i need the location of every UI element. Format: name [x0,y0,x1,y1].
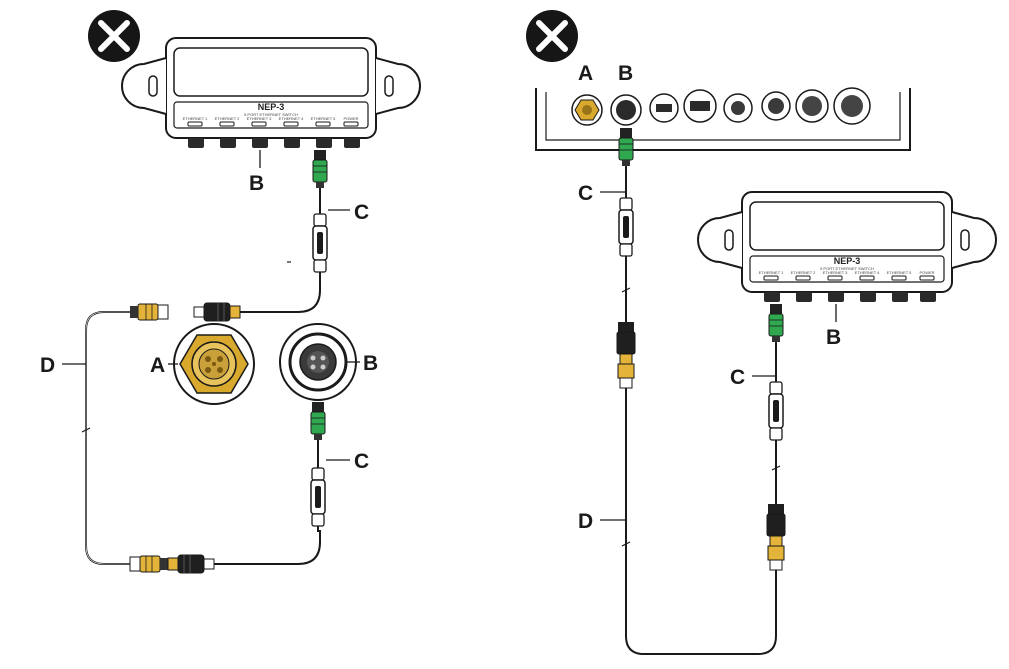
left-callout-b-top: B [249,172,264,195]
right-callout-b: B [826,326,841,349]
left-top-black-plug [193,302,241,322]
right-switch-title: NEP-3 [834,256,861,266]
left-callout-a: A [150,354,165,377]
right-nep3-switch: NEP-3 5 PORT ETHERNET SWITCH ETHERNET 1 … [697,191,997,303]
left-port-label-2: ETHERNET 2 [215,116,241,121]
left-switch-title: NEP-3 [258,102,285,112]
left-bottom-black-plug [167,554,215,574]
left-port-label-1: ETHERNET 1 [183,116,209,121]
right-callout-c-top: C [578,182,593,205]
left-port-a-brass [173,323,255,405]
right-callout-c-right: C [730,366,745,389]
right-switch-subtitle: 5 PORT ETHERNET SWITCH [820,266,874,271]
left-top-yellow-connector [129,303,169,321]
right-port-label-power: POWER [919,270,934,275]
right-panel-callout-a: A [578,62,593,85]
left-switch-subtitle: 5 PORT ETHERNET SWITCH [244,112,298,117]
left-diagram: NEP-3 5 PORT ETHERNET SWITCH ETHERNET 1 … [40,10,421,574]
panel-port-b [610,94,642,126]
panel-port-8 [833,87,871,125]
panel-port-5 [723,93,753,123]
left-close-badge [88,10,140,62]
left-top-inline-coupler [312,213,328,273]
right-port-label-3: ETHERNET 3 [823,270,849,275]
left-port-label-5: ETHERNET 5 [311,116,337,121]
right-panel-callout-b: B [618,62,633,85]
left-callout-c-top: C [354,201,369,224]
panel-port-4 [683,89,717,123]
left-bottom-inline-coupler [310,467,326,527]
right-port-label-4: ETHERNET 4 [855,270,881,275]
right-right-yellow-connector [766,503,786,571]
panel-port-3 [649,93,679,123]
right-close-badge [526,10,578,62]
right-callout-d: D [578,510,593,533]
right-port-label-2: ETHERNET 2 [791,270,817,275]
panel-port-7 [795,89,829,123]
right-top-inline-coupler [618,197,634,257]
right-diagram: A B C D NEP-3 5 PORT ETHERNET SWITCH ETH… [526,10,997,655]
right-switch-green-connector [768,303,784,343]
right-port-label-5: ETHERNET 5 [887,270,913,275]
left-port-label-4: ETHERNET 4 [279,116,305,121]
left-bottom-green-connector [310,401,326,441]
left-port-b-round [279,323,357,401]
left-bottom-yellow-connector [129,555,169,573]
left-port-label-power: POWER [343,116,358,121]
left-callout-d: D [40,354,55,377]
left-callout-c-bottom: C [354,450,369,473]
panel-port-a [571,94,603,126]
right-left-yellow-connector [616,321,636,389]
left-callout-b-mid: B [363,352,378,375]
right-port-label-1: ETHERNET 1 [759,270,785,275]
left-top-green-connector [312,149,328,189]
right-device-panel [535,87,911,151]
left-port-label-3: ETHERNET 3 [247,116,273,121]
panel-port-6 [761,91,791,121]
right-top-green-connector [618,127,634,167]
left-nep3-switch: NEP-3 5 PORT ETHERNET SWITCH ETHERNET 1 … [121,37,421,149]
right-switch-inline-coupler [768,381,784,441]
